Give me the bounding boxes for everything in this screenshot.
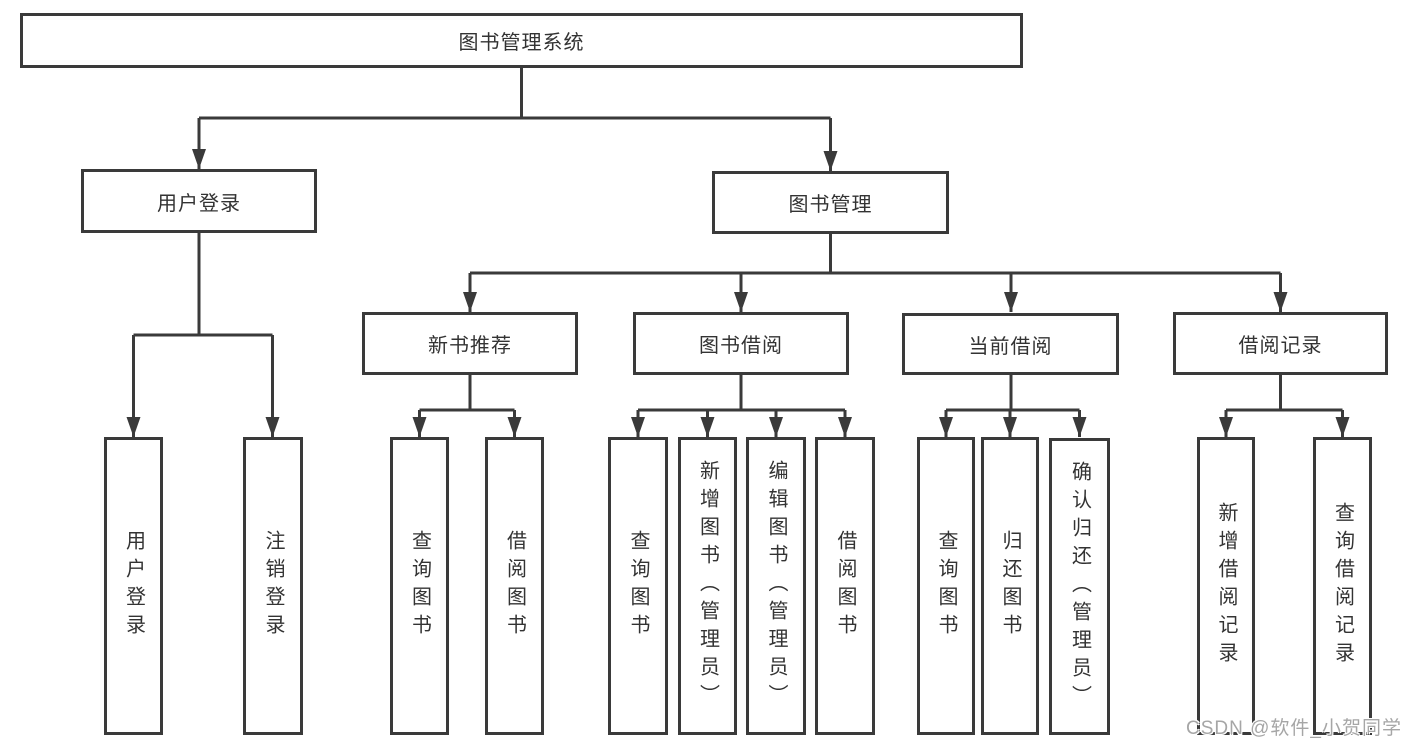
leaf-add-book-admin: 新增图书（管理员） (678, 437, 737, 735)
leaf-edit-book-admin: 编辑图书（管理员） (746, 437, 806, 735)
leaf-query-borrow-record-label: 查询借阅记录 (1331, 502, 1354, 670)
node-library-system-label: 图书管理系统 (458, 32, 585, 54)
node-book-borrowing-label: 图书借阅 (699, 335, 783, 357)
leaf-add-borrow-record-label: 新增借阅记录 (1215, 502, 1237, 670)
node-current-borrowing-label: 当前借阅 (968, 335, 1053, 358)
leaf-logout-label: 注销登录 (262, 530, 284, 642)
node-borrowing-records-label: 借阅记录 (1238, 335, 1323, 357)
node-library-system: 图书管理系统 (20, 13, 1023, 68)
leaf-edit-book-admin-label: 编辑图书（管理员） (765, 460, 787, 712)
leaf-user-login-label: 用户登录 (122, 530, 145, 642)
leaf-confirm-return-admin-label: 确认归还（管理员） (1068, 460, 1091, 713)
leaf-user-login: 用户登录 (104, 437, 163, 735)
leaf-logout: 注销登录 (243, 437, 303, 735)
leaf-query-books-borrow: 查询图书 (608, 437, 668, 735)
leaf-return-books-label: 归还图书 (999, 530, 1021, 642)
node-user-login-label: 用户登录 (157, 192, 241, 215)
leaf-add-borrow-record: 新增借阅记录 (1197, 437, 1255, 735)
node-book-management-label: 图书管理 (788, 194, 873, 216)
leaf-borrow-books-recommend-label: 借阅图书 (503, 530, 526, 642)
leaf-borrow-books-label: 借阅图书 (834, 530, 856, 642)
leaf-return-books: 归还图书 (981, 437, 1039, 735)
leaf-query-books-recommend: 查询图书 (390, 437, 449, 735)
leaf-query-books-current: 查询图书 (917, 437, 975, 735)
leaf-confirm-return-admin: 确认归还（管理员） (1049, 438, 1110, 735)
leaf-query-books-borrow-label: 查询图书 (627, 530, 649, 642)
node-new-book-recommendation-label: 新书推荐 (428, 335, 512, 357)
leaf-borrow-books-recommend: 借阅图书 (485, 437, 544, 735)
leaf-add-book-admin-label: 新增图书（管理员） (696, 460, 719, 712)
node-user-login: 用户登录 (81, 169, 317, 233)
watermark: CSDN @软件_小贺同学 (1186, 718, 1402, 739)
node-book-borrowing: 图书借阅 (633, 312, 849, 375)
leaf-query-books-current-label: 查询图书 (935, 530, 957, 642)
leaf-borrow-books: 借阅图书 (815, 437, 875, 735)
node-book-management: 图书管理 (712, 171, 949, 234)
node-current-borrowing: 当前借阅 (902, 313, 1119, 375)
leaf-query-books-recommend-label: 查询图书 (408, 530, 431, 642)
node-borrowing-records: 借阅记录 (1173, 312, 1388, 375)
node-new-book-recommendation: 新书推荐 (362, 312, 578, 375)
leaf-query-borrow-record: 查询借阅记录 (1313, 437, 1372, 735)
